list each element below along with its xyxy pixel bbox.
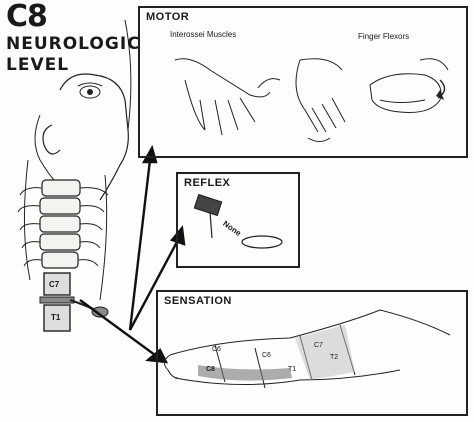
dermatome-label: C6 bbox=[212, 346, 221, 353]
sensation-panel: SENSATION bbox=[156, 290, 468, 416]
reflex-heading: REFLEX bbox=[184, 177, 230, 189]
motor-heading: MOTOR bbox=[146, 11, 189, 23]
title-block: C8 NEUROLOGIC LEVEL bbox=[6, 2, 141, 74]
level-title: C8 bbox=[6, 2, 141, 32]
interossei-label: Interossei Muscles bbox=[170, 30, 236, 39]
dermatome-label: T1 bbox=[288, 366, 296, 373]
vertebra-label-c7: C7 bbox=[49, 280, 59, 289]
dermatome-label: C8 bbox=[206, 366, 215, 373]
finger-flexors-label: Finger Flexors bbox=[358, 32, 409, 41]
subtitle-line1: NEUROLOGIC bbox=[6, 36, 141, 53]
sensation-heading: SENSATION bbox=[164, 295, 232, 307]
reflex-panel: REFLEX None bbox=[176, 172, 300, 268]
dermatome-label: C7 bbox=[314, 342, 323, 349]
motor-panel: MOTOR Interossei Muscles Finger Flexors bbox=[138, 6, 468, 158]
subtitle-line2: LEVEL bbox=[6, 57, 141, 74]
reflex-value: None bbox=[221, 219, 243, 238]
dermatome-label: C6 bbox=[262, 352, 271, 359]
vertebra-label-t1: T1 bbox=[51, 313, 60, 322]
dermatome-label: T2 bbox=[330, 354, 338, 361]
